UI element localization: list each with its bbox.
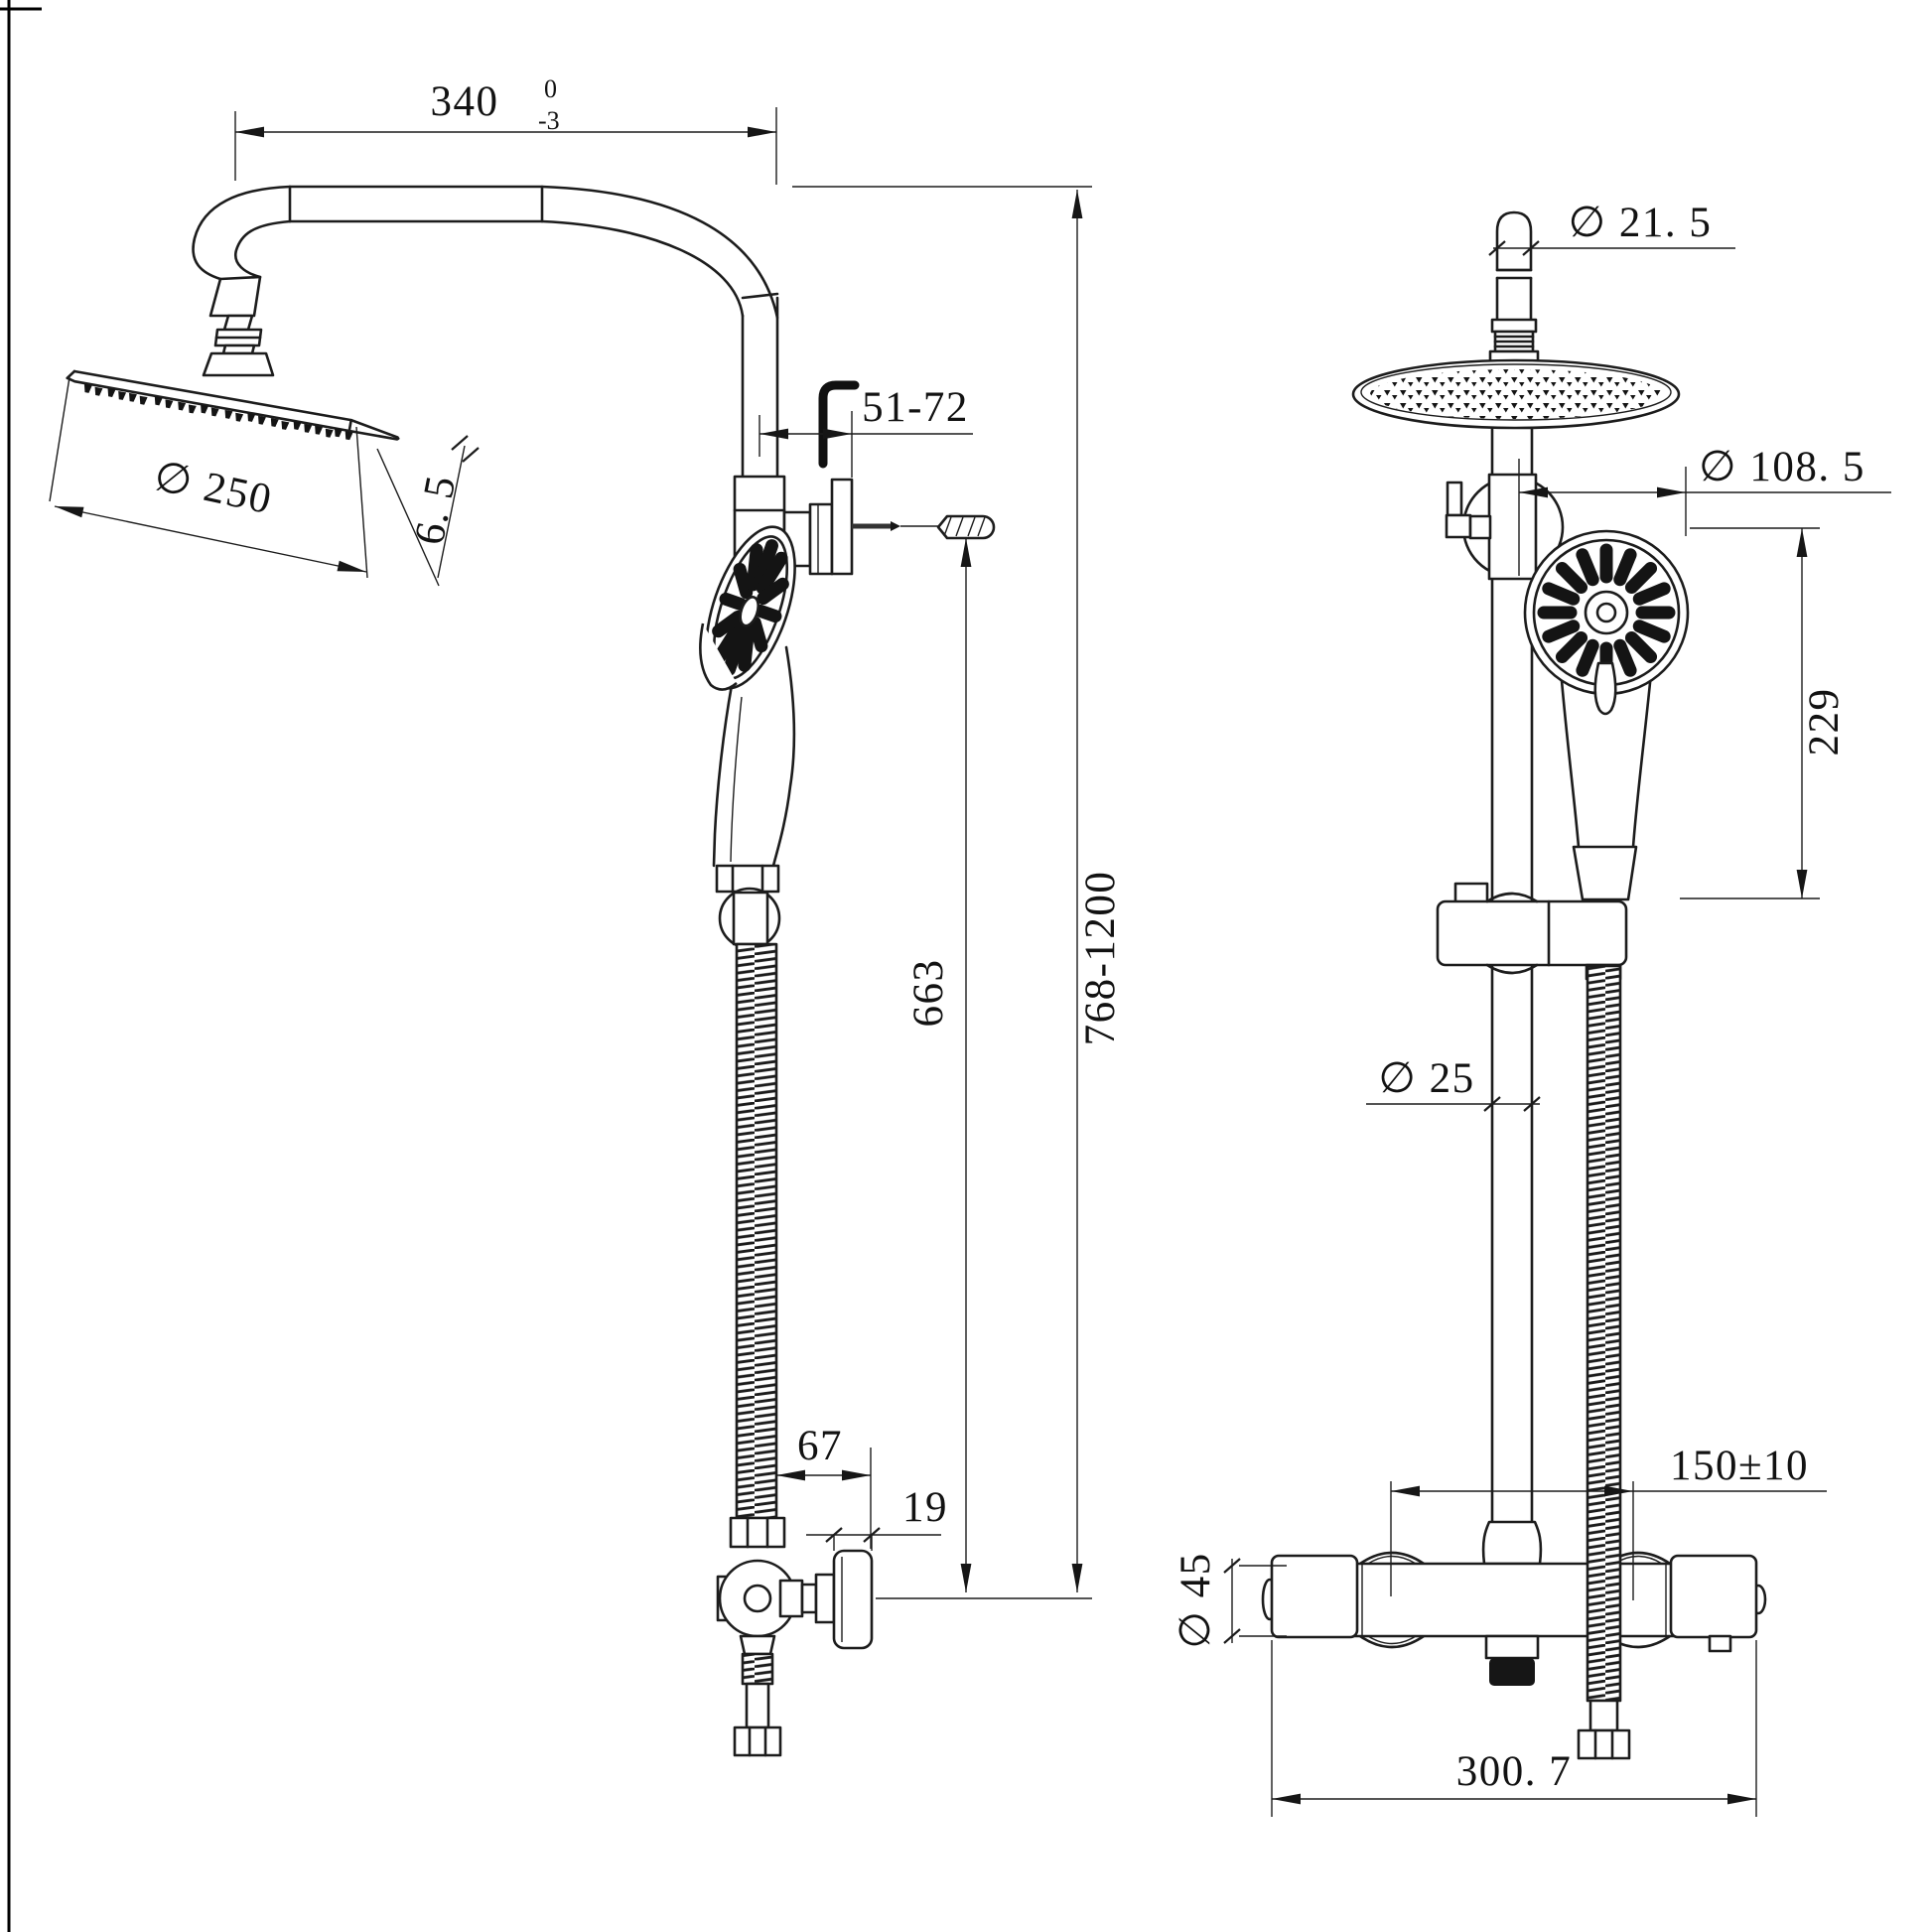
front-view — [1261, 210, 1767, 1760]
mixer-bar-front — [1261, 1520, 1767, 1686]
dim-riser-diameter-label: ∅ 25 — [1378, 1055, 1474, 1102]
allen-key-icon — [818, 380, 860, 469]
diverter-knob — [832, 1549, 874, 1650]
shower-arm — [192, 185, 779, 320]
dim-wall-distance-label: 51-72 — [862, 384, 969, 431]
overhead-joint — [202, 275, 275, 377]
dim-mixer-diameter: ∅ 45 — [1173, 1552, 1287, 1649]
hand-shower-front — [1523, 529, 1690, 901]
shower-hose-side — [729, 942, 786, 1549]
dim-top-pipe-diameter: ∅ 21. 5 — [1487, 200, 1735, 257]
dim-head-diameter: ∅ 250 — [49, 376, 368, 579]
dim-arm-reach-tol-lower: -3 — [538, 106, 560, 135]
dim-head-diameter-label: ∅ 250 — [150, 453, 276, 523]
front-view-dimensions: ∅ 21. 5 ∅ 108. 5 229 ∅ 25 — [1173, 200, 1891, 1817]
dim-hose-drop-label: 663 — [905, 959, 952, 1028]
wall-anchor — [936, 514, 996, 540]
dim-hose-drop: 663 — [905, 538, 972, 1592]
mode-lever — [1593, 661, 1617, 716]
side-view-dimensions: 340 0 -3 ∅ 250 6. 5 51-72 — [49, 74, 1124, 1599]
hose-nut-front — [1577, 1728, 1631, 1760]
page-border — [0, 0, 42, 1932]
overhead-shower-head — [66, 369, 400, 441]
wall-bracket-front — [1445, 473, 1565, 581]
dim-column-height: 768-1200 — [792, 186, 1124, 1599]
dim-valve-offset-label: 67 — [797, 1423, 843, 1469]
dim-arm-reach: 340 0 -3 — [234, 74, 777, 185]
dim-riser-diameter: ∅ 25 — [1366, 1055, 1542, 1113]
dim-mixer-width-label: 300. 7 — [1456, 1748, 1573, 1795]
riser-pipe-side — [741, 314, 779, 481]
dim-knob-width-label: 19 — [902, 1484, 948, 1531]
shower-hose-front — [1577, 964, 1631, 1760]
dim-head-thickness-label: 6. 5 — [406, 471, 466, 548]
dim-inlet-spacing: 150±10 — [1390, 1443, 1827, 1600]
overhead-shower-front — [1351, 358, 1681, 430]
outlet-aerator — [1489, 1658, 1535, 1686]
dim-mixer-width: 300. 7 — [1271, 1640, 1757, 1817]
dim-mixer-diameter-label: ∅ 45 — [1173, 1552, 1219, 1648]
hand-shower-hook — [699, 622, 738, 691]
dim-wall-distance: 51-72 — [759, 384, 973, 478]
side-view — [66, 185, 996, 1757]
dim-hand-shower-length: 229 — [1680, 527, 1848, 899]
dim-hand-shower-diameter: ∅ 108. 5 — [1518, 444, 1891, 576]
dim-head-thickness: 6. 5 — [376, 434, 481, 587]
dim-top-pipe-diameter-label: ∅ 21. 5 — [1569, 200, 1713, 246]
hose-nut-side — [733, 1725, 782, 1757]
dim-inlet-spacing-label: 150±10 — [1670, 1443, 1809, 1489]
dim-arm-reach-tol-upper: 0 — [544, 74, 557, 103]
dim-knob-width: 19 — [806, 1484, 948, 1551]
hand-shower-side — [699, 525, 796, 950]
dim-column-height-label: 768-1200 — [1077, 871, 1124, 1046]
dim-hand-shower-diameter-label: ∅ 108. 5 — [1699, 444, 1865, 490]
dim-hand-shower-length-label: 229 — [1801, 688, 1848, 757]
diverter-valve-side — [716, 1549, 874, 1757]
dim-arm-reach-label: 340 — [431, 78, 499, 125]
riser-top-front — [1488, 210, 1540, 367]
dim-valve-offset: 67 — [776, 1423, 872, 1549]
